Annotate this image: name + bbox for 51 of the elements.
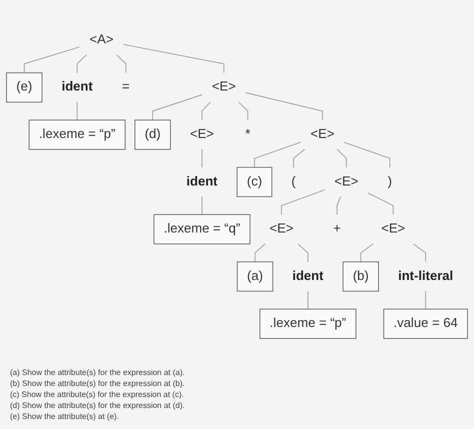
connector xyxy=(412,244,426,262)
node-box: .lexeme = “p” xyxy=(260,308,356,339)
connector xyxy=(281,190,326,215)
node-box: .value = 64 xyxy=(383,308,468,339)
connector xyxy=(360,244,374,262)
node-text: ( xyxy=(291,174,296,189)
connector xyxy=(122,44,224,74)
node-box: .lexeme = “q” xyxy=(154,214,250,244)
node-box: (e) xyxy=(6,72,42,103)
connector xyxy=(425,290,426,310)
question-text: (e) Show the attribute(s) at (e). xyxy=(10,412,120,421)
node-box: (c) xyxy=(236,166,272,198)
node-text: int-literal xyxy=(398,269,454,284)
connector xyxy=(336,149,347,168)
node-text: * xyxy=(245,127,250,142)
connector xyxy=(152,94,203,120)
connector xyxy=(293,149,305,168)
connector xyxy=(336,196,341,215)
node-text: <A> xyxy=(90,32,114,47)
connector xyxy=(202,102,211,120)
connector xyxy=(24,46,80,74)
question-text: (c) Show the attribute(s) for the expression at (c). xyxy=(10,390,185,399)
connector xyxy=(76,54,87,74)
question-text: (a) Show the attribute(s) for the expression at (a). xyxy=(10,368,186,377)
connector xyxy=(116,54,126,74)
connector xyxy=(254,244,266,262)
node-text: ident xyxy=(186,174,218,189)
node-box: .lexeme = “p” xyxy=(28,120,126,150)
connector xyxy=(238,102,248,120)
node-box: (d) xyxy=(134,120,171,150)
node-text: <E> xyxy=(381,222,406,236)
connector xyxy=(297,244,308,262)
node-text: ident xyxy=(62,80,93,94)
connector xyxy=(368,192,394,215)
connector xyxy=(76,102,78,120)
node-box: (b) xyxy=(342,261,379,292)
node-text: + xyxy=(333,222,341,236)
node-text: ident xyxy=(292,269,324,284)
node-text: <E> xyxy=(270,222,294,236)
question-text: (d) Show the attribute(s) for the expression at (d). xyxy=(10,401,186,410)
node-box: (a) xyxy=(236,261,274,292)
node-text: <E> xyxy=(310,127,334,142)
connector xyxy=(245,92,323,120)
node-text: <E> xyxy=(334,174,358,189)
node-text: ) xyxy=(388,174,392,189)
node-text: <E> xyxy=(190,127,214,142)
question-text: (b) Show the attribute(s) for the expression at (b). xyxy=(10,379,186,388)
node-text: = xyxy=(122,80,130,94)
node-text: <E> xyxy=(212,80,236,94)
connector xyxy=(254,142,302,168)
connector xyxy=(344,142,390,168)
